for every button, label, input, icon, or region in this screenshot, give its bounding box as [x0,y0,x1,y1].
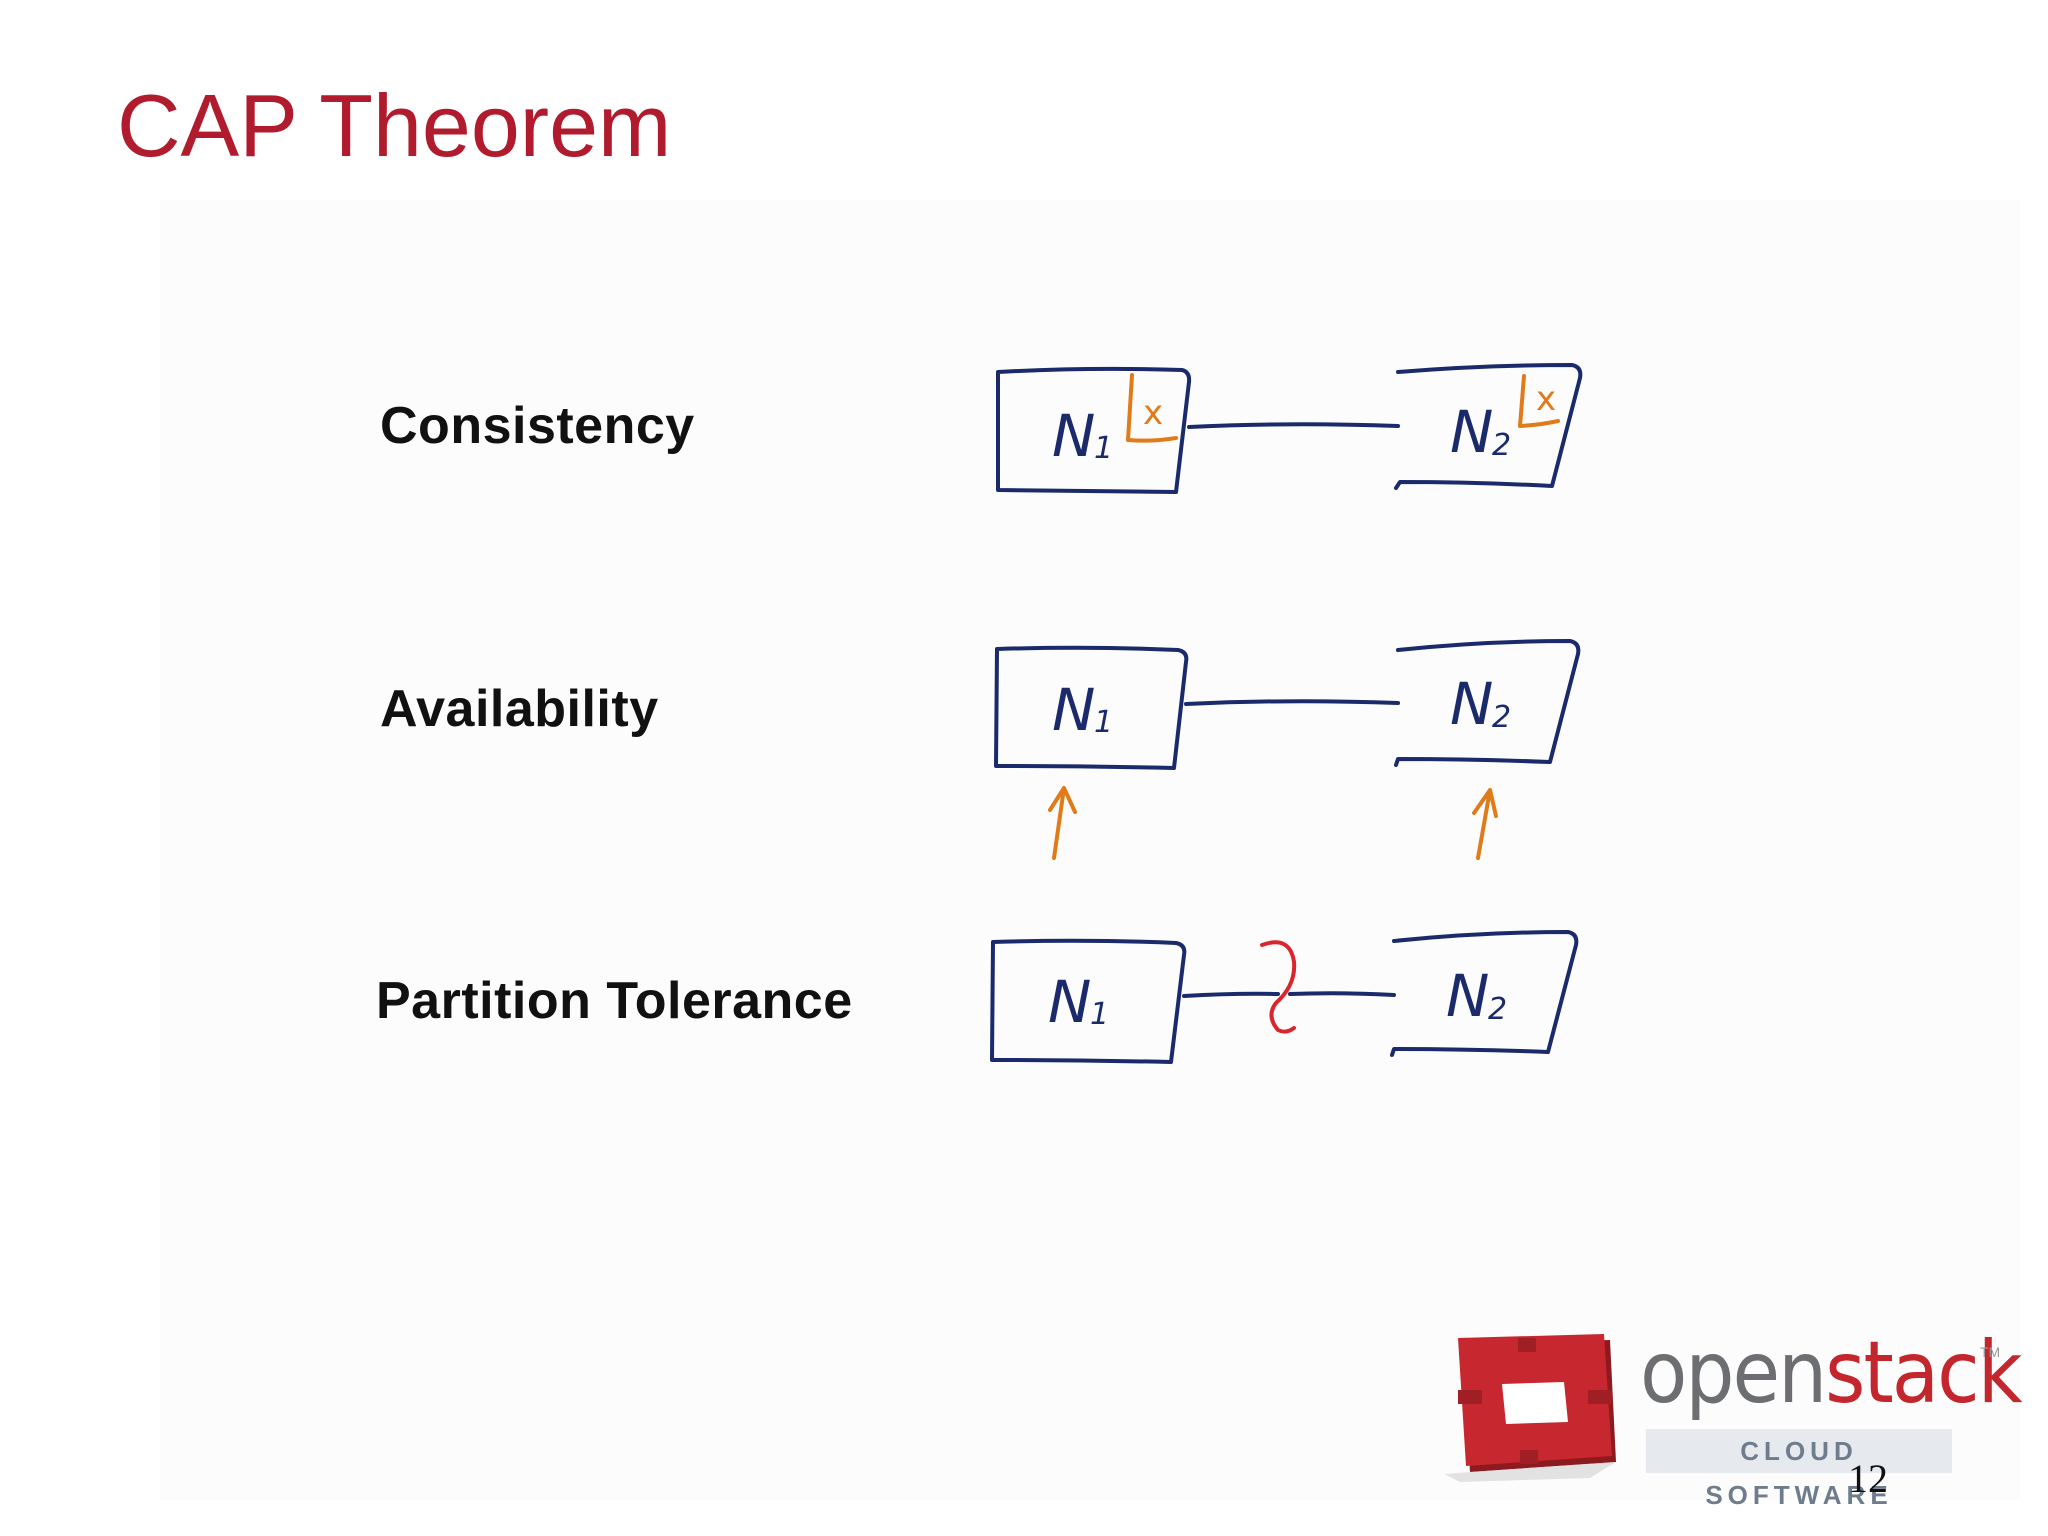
data-mark-n2: x [1536,379,1556,419]
label-consistency: Consistency [380,397,695,455]
node-sub-n2-availability: 2 [1492,700,1511,735]
label-availability: Availability [380,680,659,738]
node-label-n1-partition: N [1048,968,1091,1036]
node-sub-n1-consistency: 1 [1094,431,1113,466]
node-sub-n1-partition: 1 [1090,997,1109,1032]
link-availability [1184,699,1400,706]
data-mark-n1: x [1143,393,1163,433]
node-label-n2-consistency: N [1450,398,1493,466]
link-partition-left [1182,991,1280,998]
label-partition-tolerance: Partition Tolerance [376,972,853,1030]
node-sub-n2-consistency: 2 [1492,428,1511,463]
page-number: 12 [1848,1456,1888,1501]
node-box-n2-availability [1394,639,1581,767]
slide-title: CAP Theorem [117,76,672,175]
openstack-subtitle: CLOUD SOFTWARE [1646,1429,1952,1510]
trademark: TM [1980,1344,2001,1360]
node-sub-n1-availability: 1 [1094,705,1113,740]
openstack-wordmark: openstack [1640,1330,2023,1416]
node-box-n1-consistency [996,366,1192,494]
node-box-n1-availability [994,645,1189,770]
node-sub-n2-partition: 2 [1488,992,1507,1027]
node-label-n1-consistency: N [1052,402,1095,470]
slide-background [160,200,2020,1500]
node-box-n1-partition [990,938,1187,1064]
data-marker-box-n2 [1518,374,1560,428]
node-box-n2-consistency [1394,363,1583,490]
node-label-n1-availability: N [1052,676,1095,744]
wordmark-open: open [1640,1323,1827,1423]
wordmark-stack: stack [1825,1323,2022,1423]
node-box-n2-partition [1390,930,1579,1057]
data-marker-box-n1 [1126,373,1178,443]
node-label-n2-partition: N [1446,962,1489,1030]
request-arrow-n1 [1048,786,1077,860]
request-arrow-n2 [1472,788,1498,860]
openstack-cube-icon [1444,1334,1616,1482]
node-label-n2-availability: N [1450,670,1493,738]
openstack-logo: openstack TM CLOUD SOFTWARE [1440,1330,2023,1510]
partition-break-icon [1260,940,1297,1034]
link-partition-right [1288,991,1396,997]
link-consistency [1187,422,1400,429]
